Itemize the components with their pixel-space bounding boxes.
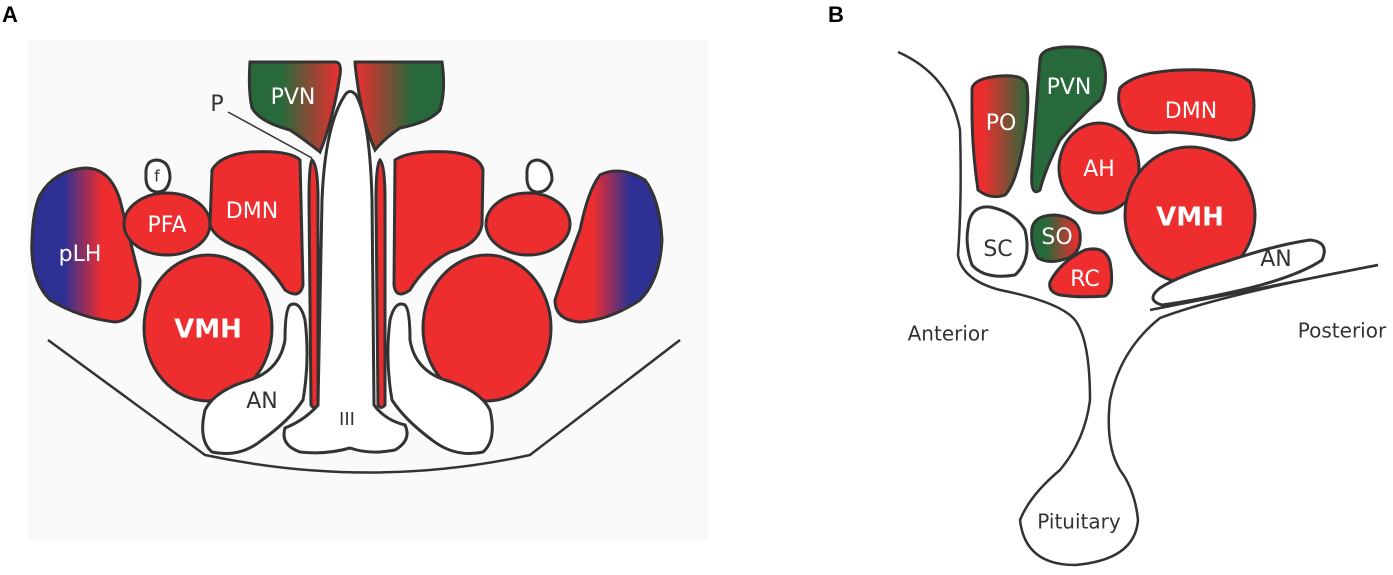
pvn-right-nucleus bbox=[353, 60, 446, 153]
sc-nucleus bbox=[965, 205, 1029, 278]
pfa-label: PFA bbox=[148, 213, 187, 238]
posterior-label: Posterior bbox=[1298, 319, 1387, 343]
fornix-right bbox=[525, 158, 554, 194]
panel-a: A pLH f PFA DMN VMH AN PVN III P bbox=[2, 2, 708, 540]
so-nucleus bbox=[1030, 213, 1082, 263]
plh-label: pLH bbox=[59, 242, 102, 267]
pfa-right-nucleus bbox=[484, 191, 572, 257]
plh-right-nucleus bbox=[553, 169, 664, 324]
panel-b-anterior-outline bbox=[897, 50, 1379, 567]
periventricular-left bbox=[307, 157, 320, 409]
an-left-nucleus bbox=[201, 302, 309, 455]
panel-b-letter: B bbox=[828, 2, 844, 27]
third-ventricle bbox=[282, 90, 409, 455]
dmn-label: DMN bbox=[226, 199, 278, 224]
an-b-label: AN bbox=[1260, 247, 1292, 272]
sc-label: SC bbox=[983, 237, 1012, 262]
rc-label: RC bbox=[1070, 267, 1100, 292]
vmh-left-nucleus bbox=[142, 253, 274, 403]
so-label: SO bbox=[1041, 225, 1072, 250]
po-nucleus bbox=[970, 74, 1030, 199]
pituitary-label: Pituitary bbox=[1037, 510, 1121, 534]
panel-b-posterior-outline bbox=[1149, 263, 1379, 312]
panel-a-base-outline bbox=[47, 338, 681, 474]
anterior-label: Anterior bbox=[908, 322, 990, 346]
third-ventricle-label: III bbox=[339, 409, 355, 430]
ah-label: AH bbox=[1083, 157, 1115, 182]
an-label: AN bbox=[246, 389, 278, 414]
pvn-left-nucleus bbox=[247, 60, 342, 155]
dmn-right-nucleus bbox=[392, 150, 485, 296]
pvn-b-label: PVN bbox=[1047, 75, 1092, 100]
dmn-b-nucleus bbox=[1117, 68, 1256, 142]
fornix-left bbox=[144, 158, 172, 194]
po-label: PO bbox=[986, 111, 1017, 136]
pvn-label: PVN bbox=[271, 85, 316, 110]
ah-nucleus bbox=[1057, 121, 1141, 215]
periventricular-right bbox=[374, 157, 387, 409]
vmh-right-nucleus bbox=[421, 253, 553, 403]
pvn-b-nucleus bbox=[1030, 45, 1107, 194]
plh-left-nucleus bbox=[30, 166, 142, 324]
rc-nucleus bbox=[1048, 247, 1114, 299]
dmn-left-nucleus bbox=[208, 150, 305, 296]
dmn-b-label: DMN bbox=[1165, 99, 1217, 124]
vmh-b-label: VMH bbox=[1156, 203, 1224, 233]
an-b-nucleus bbox=[1151, 238, 1326, 307]
panel-a-letter: A bbox=[2, 2, 18, 27]
an-right-nucleus bbox=[386, 302, 494, 455]
p-pointer-line bbox=[227, 111, 313, 159]
p-label: P bbox=[210, 92, 223, 117]
fornix-label: f bbox=[154, 167, 160, 186]
vmh-label: VMH bbox=[174, 315, 242, 345]
panel-b: B PO PVN DMN AH VMH SC SO RC AN Anterio bbox=[828, 2, 1387, 567]
